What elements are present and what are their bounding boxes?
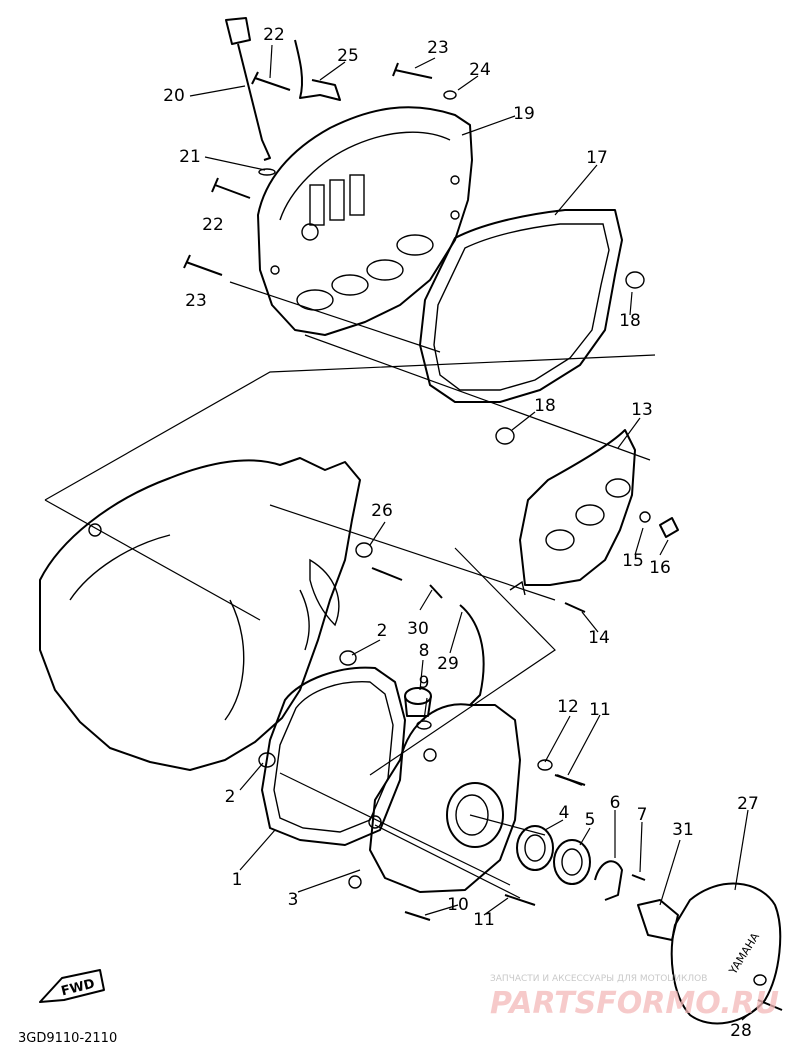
callout-4: 4 [559, 803, 570, 823]
callout-16: 16 [649, 558, 671, 578]
callout-23: 23 [185, 291, 207, 311]
callout-31: 31 [672, 820, 694, 840]
callout-19: 19 [513, 104, 535, 124]
callout-2: 2 [225, 787, 236, 807]
callout-3: 3 [288, 890, 299, 910]
callout-18: 18 [534, 396, 556, 416]
callout-21: 21 [179, 147, 201, 167]
sleeve [637, 899, 679, 941]
callout-14: 14 [588, 628, 610, 648]
seal-stack [516, 759, 646, 901]
filler-plug [404, 687, 432, 730]
watermark-logo: PARTSFORMO.RU [490, 986, 779, 1021]
watermark: ЗАПЧАСТИ И АКСЕССУАРЫ ДЛЯ МОТОЦИКЛОВ PAR… [490, 974, 779, 1021]
callout-11: 11 [473, 910, 495, 930]
callout-26: 26 [371, 501, 393, 521]
callout-11: 11 [589, 700, 611, 720]
clutch-gasket [419, 209, 645, 445]
callout-29: 29 [437, 654, 459, 674]
callout-10: 10 [447, 895, 469, 915]
stator-cover [348, 703, 521, 893]
callout-15: 15 [622, 551, 644, 571]
callout-22: 22 [263, 25, 285, 45]
callout-9: 9 [419, 673, 430, 693]
callout-27: 27 [737, 794, 759, 814]
cover-brand: YAMAHA [726, 930, 762, 977]
guide-lines [44, 281, 656, 899]
stator-gasket [258, 650, 406, 846]
callout-labels: 1 2 2 3 4 5 6 7 8 9 10 11 11 12 13 14 15… [163, 25, 759, 1041]
watermark-tagline: ЗАПЧАСТИ И АКСЕССУАРЫ ДЛЯ МОТОЦИКЛОВ [490, 974, 707, 984]
callout-2: 2 [377, 621, 388, 641]
callout-5: 5 [585, 810, 596, 830]
callout-1: 1 [232, 870, 243, 890]
callout-12: 12 [557, 697, 579, 717]
callout-7: 7 [637, 805, 648, 825]
generator-guard [509, 429, 679, 613]
crankcase-outline [39, 457, 361, 771]
callout-22: 22 [202, 215, 224, 235]
callout-20: 20 [163, 86, 185, 106]
callout-8: 8 [419, 641, 430, 661]
callout-6: 6 [610, 793, 621, 813]
dipstick [225, 17, 276, 176]
callout-25: 25 [337, 46, 359, 66]
callout-17: 17 [586, 148, 608, 168]
callout-24: 24 [469, 60, 491, 80]
bolts-lower [355, 542, 583, 921]
drawing-code: 3GD9110-2110 [18, 1031, 117, 1046]
clutch-cover [257, 106, 473, 336]
bolts-upper [183, 39, 457, 276]
fwd-arrow-icon: FWD [39, 969, 105, 1003]
callout-23: 23 [427, 38, 449, 58]
callout-13: 13 [631, 400, 653, 420]
callout-leaders [189, 44, 761, 1021]
callout-28: 28 [730, 1021, 752, 1041]
callout-30: 30 [407, 619, 429, 639]
callout-18: 18 [619, 311, 641, 331]
